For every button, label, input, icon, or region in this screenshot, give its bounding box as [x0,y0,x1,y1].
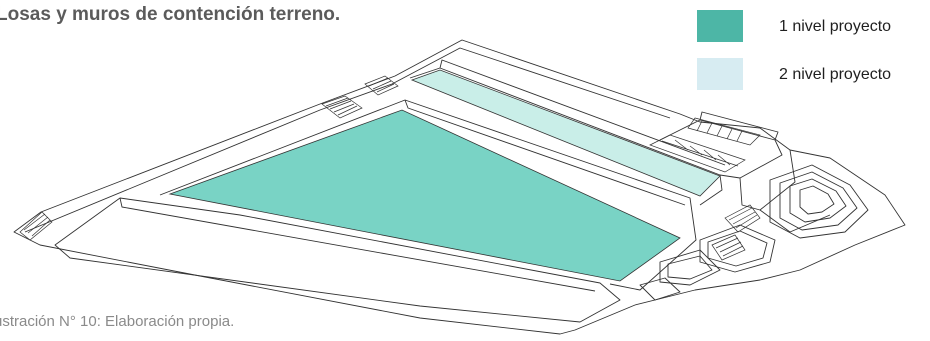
terrain-outline [13,39,906,335]
diagram-title: Losas y muros de contención terreno. [0,4,341,25]
staircases [19,75,761,261]
legend-swatch-level-2 [697,58,743,90]
legend-label-level-2: 2 nivel proyecto [779,66,892,83]
level-2-slab [410,69,721,197]
level-1-slab [168,109,681,282]
legend-swatch-level-1 [697,10,743,42]
figure-caption: ustración N° 10: Elaboración propia. [0,313,235,330]
legend-label-level-1: 1 nivel proyecto [779,18,892,35]
legend-item-level-1: 1 nivel proyecto [697,10,929,42]
legend-item-level-2: 2 nivel proyecto [697,58,929,90]
